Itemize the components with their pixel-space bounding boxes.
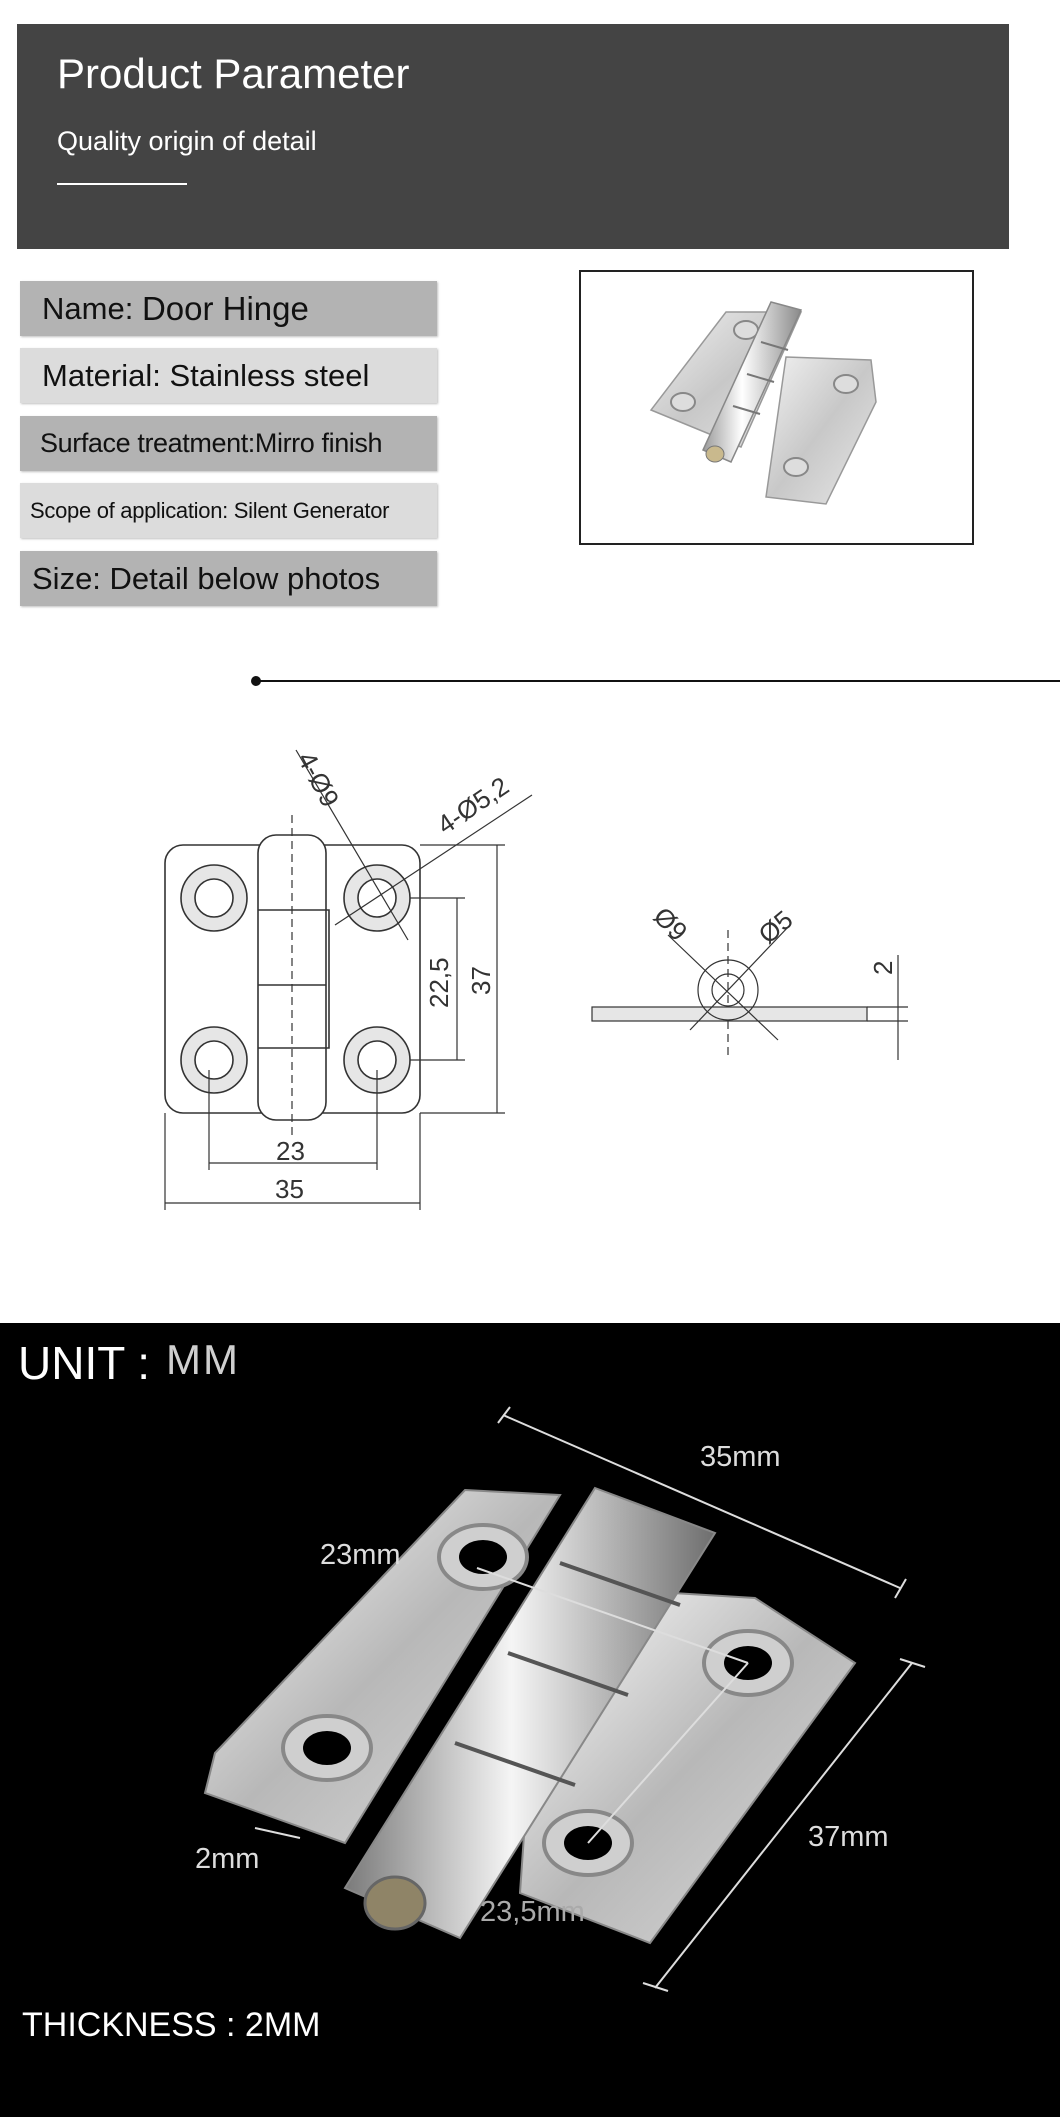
page-subtitle: Quality origin of detail	[57, 126, 317, 156]
thickness-note: THICKNESS : 2MM	[22, 2006, 321, 2044]
dim-pitch-y: 23,5mm	[480, 1896, 585, 1928]
label-pitch-vertical: 22,5	[424, 957, 454, 1008]
page-title: Product Parameter	[57, 50, 410, 97]
header-banner	[17, 24, 1009, 249]
divider-dot	[251, 676, 261, 686]
spec-row-size: Size: Detail below photos	[20, 551, 437, 606]
technical-drawing: 4-Ø9 4-Ø5,2 22,5 37 23 35 Ø9 Ø5 2	[164, 747, 908, 1210]
label-thickness: 2	[868, 961, 898, 975]
spec-row-surface: Surface treatment:Mirro finish	[20, 416, 437, 471]
spec-value: Mirro finish	[254, 428, 383, 458]
hinge-dimension-photo	[203, 1406, 926, 1992]
dim-pitch-x: 23mm	[320, 1539, 401, 1571]
spec-value: Stainless steel	[169, 357, 370, 393]
label-width: 35	[275, 1174, 304, 1204]
spec-value: Silent Generator	[233, 497, 390, 523]
title-underline	[57, 183, 187, 185]
label-holes-small: 4-Ø5,2	[432, 771, 515, 840]
dimension-photo: UNIT : MM 35mm 23mm 37mm 2mm 23,5mm THIC…	[0, 1323, 1060, 2117]
spec-row-material: Material: Stainless steel	[20, 348, 437, 403]
dim-thickness: 2mm	[195, 1843, 260, 1875]
unit-label: UNIT :	[18, 1337, 151, 1389]
dim-height: 37mm	[808, 1821, 889, 1853]
section-divider	[256, 680, 1060, 682]
spec-label: Name:	[42, 290, 134, 326]
spec-row-name: Name: Door Hinge	[20, 281, 437, 336]
spec-row-scope: Scope of application: Silent Generator	[20, 483, 437, 538]
label-side-outer: Ø9	[648, 901, 694, 947]
spec-label: Scope of application:	[30, 497, 228, 523]
spec-value: Detail below photos	[109, 560, 381, 596]
spec-label: Surface treatment:	[40, 428, 255, 458]
dim-width: 35mm	[700, 1441, 781, 1473]
spec-label: Size:	[32, 560, 101, 596]
hinge-photo	[649, 301, 877, 505]
label-holes-large: 4-Ø9	[292, 747, 346, 812]
product-photo-frame	[579, 270, 974, 545]
label-pitch-horizontal: 23	[276, 1136, 305, 1166]
label-height: 37	[466, 966, 496, 995]
unit-value: MM	[166, 1336, 240, 1383]
spec-value: Door Hinge	[141, 289, 309, 327]
label-side-inner: Ø5	[753, 904, 799, 949]
spec-label: Material:	[42, 357, 161, 393]
